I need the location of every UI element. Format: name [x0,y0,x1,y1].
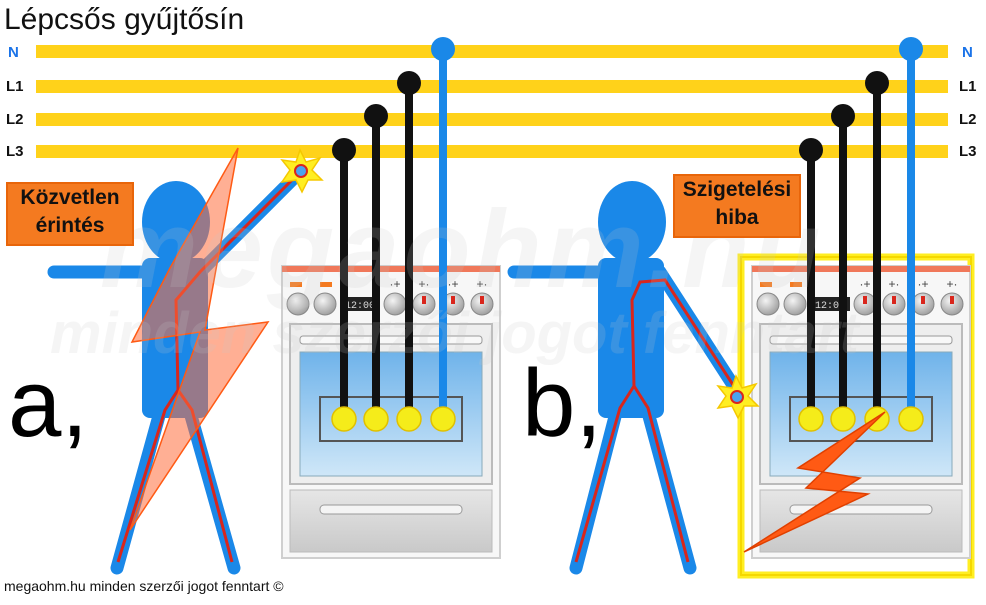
busbar-l3 [36,145,948,158]
lightning-b [743,411,886,553]
bus-label-right-l1: L1 [959,78,977,95]
callout-direct-contact-line1: Közvetlen [20,186,120,209]
bus-label-right-l3: L3 [959,143,977,160]
tap-a-l1 [397,71,421,95]
tap-a-n [431,37,455,61]
wires-b [798,37,924,432]
stove-a: 12:00 ·+ +· ·+ +· [281,265,501,559]
busbar-n [36,45,948,58]
svg-text:·+: ·+ [859,277,870,291]
callout-insulation-fault: Szigetelési hiba [673,174,801,238]
fault-path-b [574,278,737,563]
panel-letter-a: a, [8,350,89,457]
svg-text:+·: +· [888,277,899,291]
diagram-title: Lépcsős gyűjtősín [4,3,245,36]
svg-text:·+: ·+ [447,277,458,291]
svg-text:+·: +· [476,277,487,291]
bus-label-right-n: N [962,44,973,61]
bus-label-left-l1: L1 [6,78,24,95]
callout-insulation-fault-line1: Szigetelési [682,178,792,201]
tap-a-l3 [332,138,356,162]
wires-a [331,37,456,432]
stove-b-clock: 12:00 [815,301,845,312]
copyright-footer: megaohm.hu minden szerzői jogot fenntart… [4,578,284,594]
bus-label-left-n: N [8,44,19,61]
watermark-line2: minden szerzői jogot fenntart [50,301,859,366]
tap-b-l2 [831,104,855,128]
tap-b-l1 [865,71,889,95]
busbar-group [36,45,948,158]
busbar-l1 [36,80,948,93]
person-a [47,147,324,575]
svg-text:+·: +· [418,277,429,291]
tap-b-n [899,37,923,61]
svg-text:+·: +· [946,277,957,291]
bus-label-left-l3: L3 [6,143,24,160]
callout-insulation-fault-line2: hiba [715,206,759,229]
bus-label-right-l2: L2 [959,111,977,128]
svg-text:·+: ·+ [917,277,928,291]
bus-label-left-l2: L2 [6,111,24,128]
svg-text:·+: ·+ [389,277,400,291]
callout-direct-contact: Közvetlen érintés [6,182,134,246]
tap-b-l3 [799,138,823,162]
panel-letter-b: b, [522,350,603,457]
person-b [507,181,886,575]
stove-b: 12:00 ·+ +· ·+ +· [737,253,975,579]
callout-direct-contact-line2: érintés [35,214,105,237]
lightning-a [129,147,270,531]
tap-a-l2 [364,104,388,128]
busbar-l2 [36,113,948,126]
stove-a-clock: 12:00 [345,301,375,312]
